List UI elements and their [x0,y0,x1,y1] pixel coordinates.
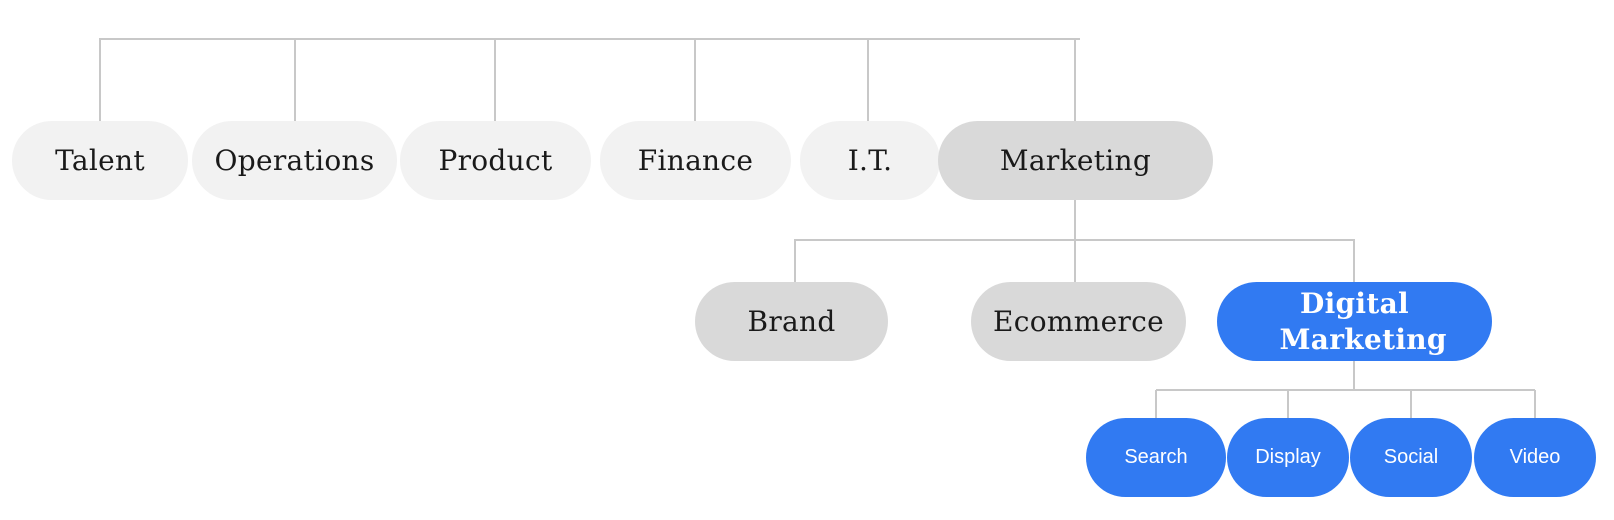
channel-video[interactable]: Video [1474,418,1596,497]
department-label: Marketing [999,144,1152,177]
department-label: Talent [55,144,145,177]
root-connector [99,38,1080,121]
team-ecommerce[interactable]: Ecommerce [971,282,1186,361]
department-label: Operations [214,144,375,177]
department-label: Product [438,144,553,177]
digital-marketing-connector [1155,361,1536,418]
channel-label: Video [1509,446,1561,468]
department-finance[interactable]: Finance [600,121,791,200]
team-brand[interactable]: Brand [695,282,888,361]
department-talent[interactable]: Talent [12,121,188,200]
team-label: Brand [747,305,836,338]
department-product[interactable]: Product [400,121,591,200]
department-operations[interactable]: Operations [192,121,397,200]
department-label: Finance [637,144,754,177]
department-it[interactable]: I.T. [800,121,940,200]
team-label: Digital Marketing [1279,286,1447,356]
department-label: I.T. [847,144,893,177]
channel-search[interactable]: Search [1086,418,1226,497]
team-label: Ecommerce [993,305,1164,338]
channel-label: Search [1124,446,1188,468]
team-digital-marketing[interactable]: Digital Marketing [1217,282,1492,361]
channel-label: Display [1255,446,1321,468]
department-marketing[interactable]: Marketing [938,121,1213,200]
marketing-connector [794,200,1355,282]
channel-label: Social [1383,446,1439,468]
channel-display[interactable]: Display [1227,418,1349,497]
channel-social[interactable]: Social [1350,418,1472,497]
